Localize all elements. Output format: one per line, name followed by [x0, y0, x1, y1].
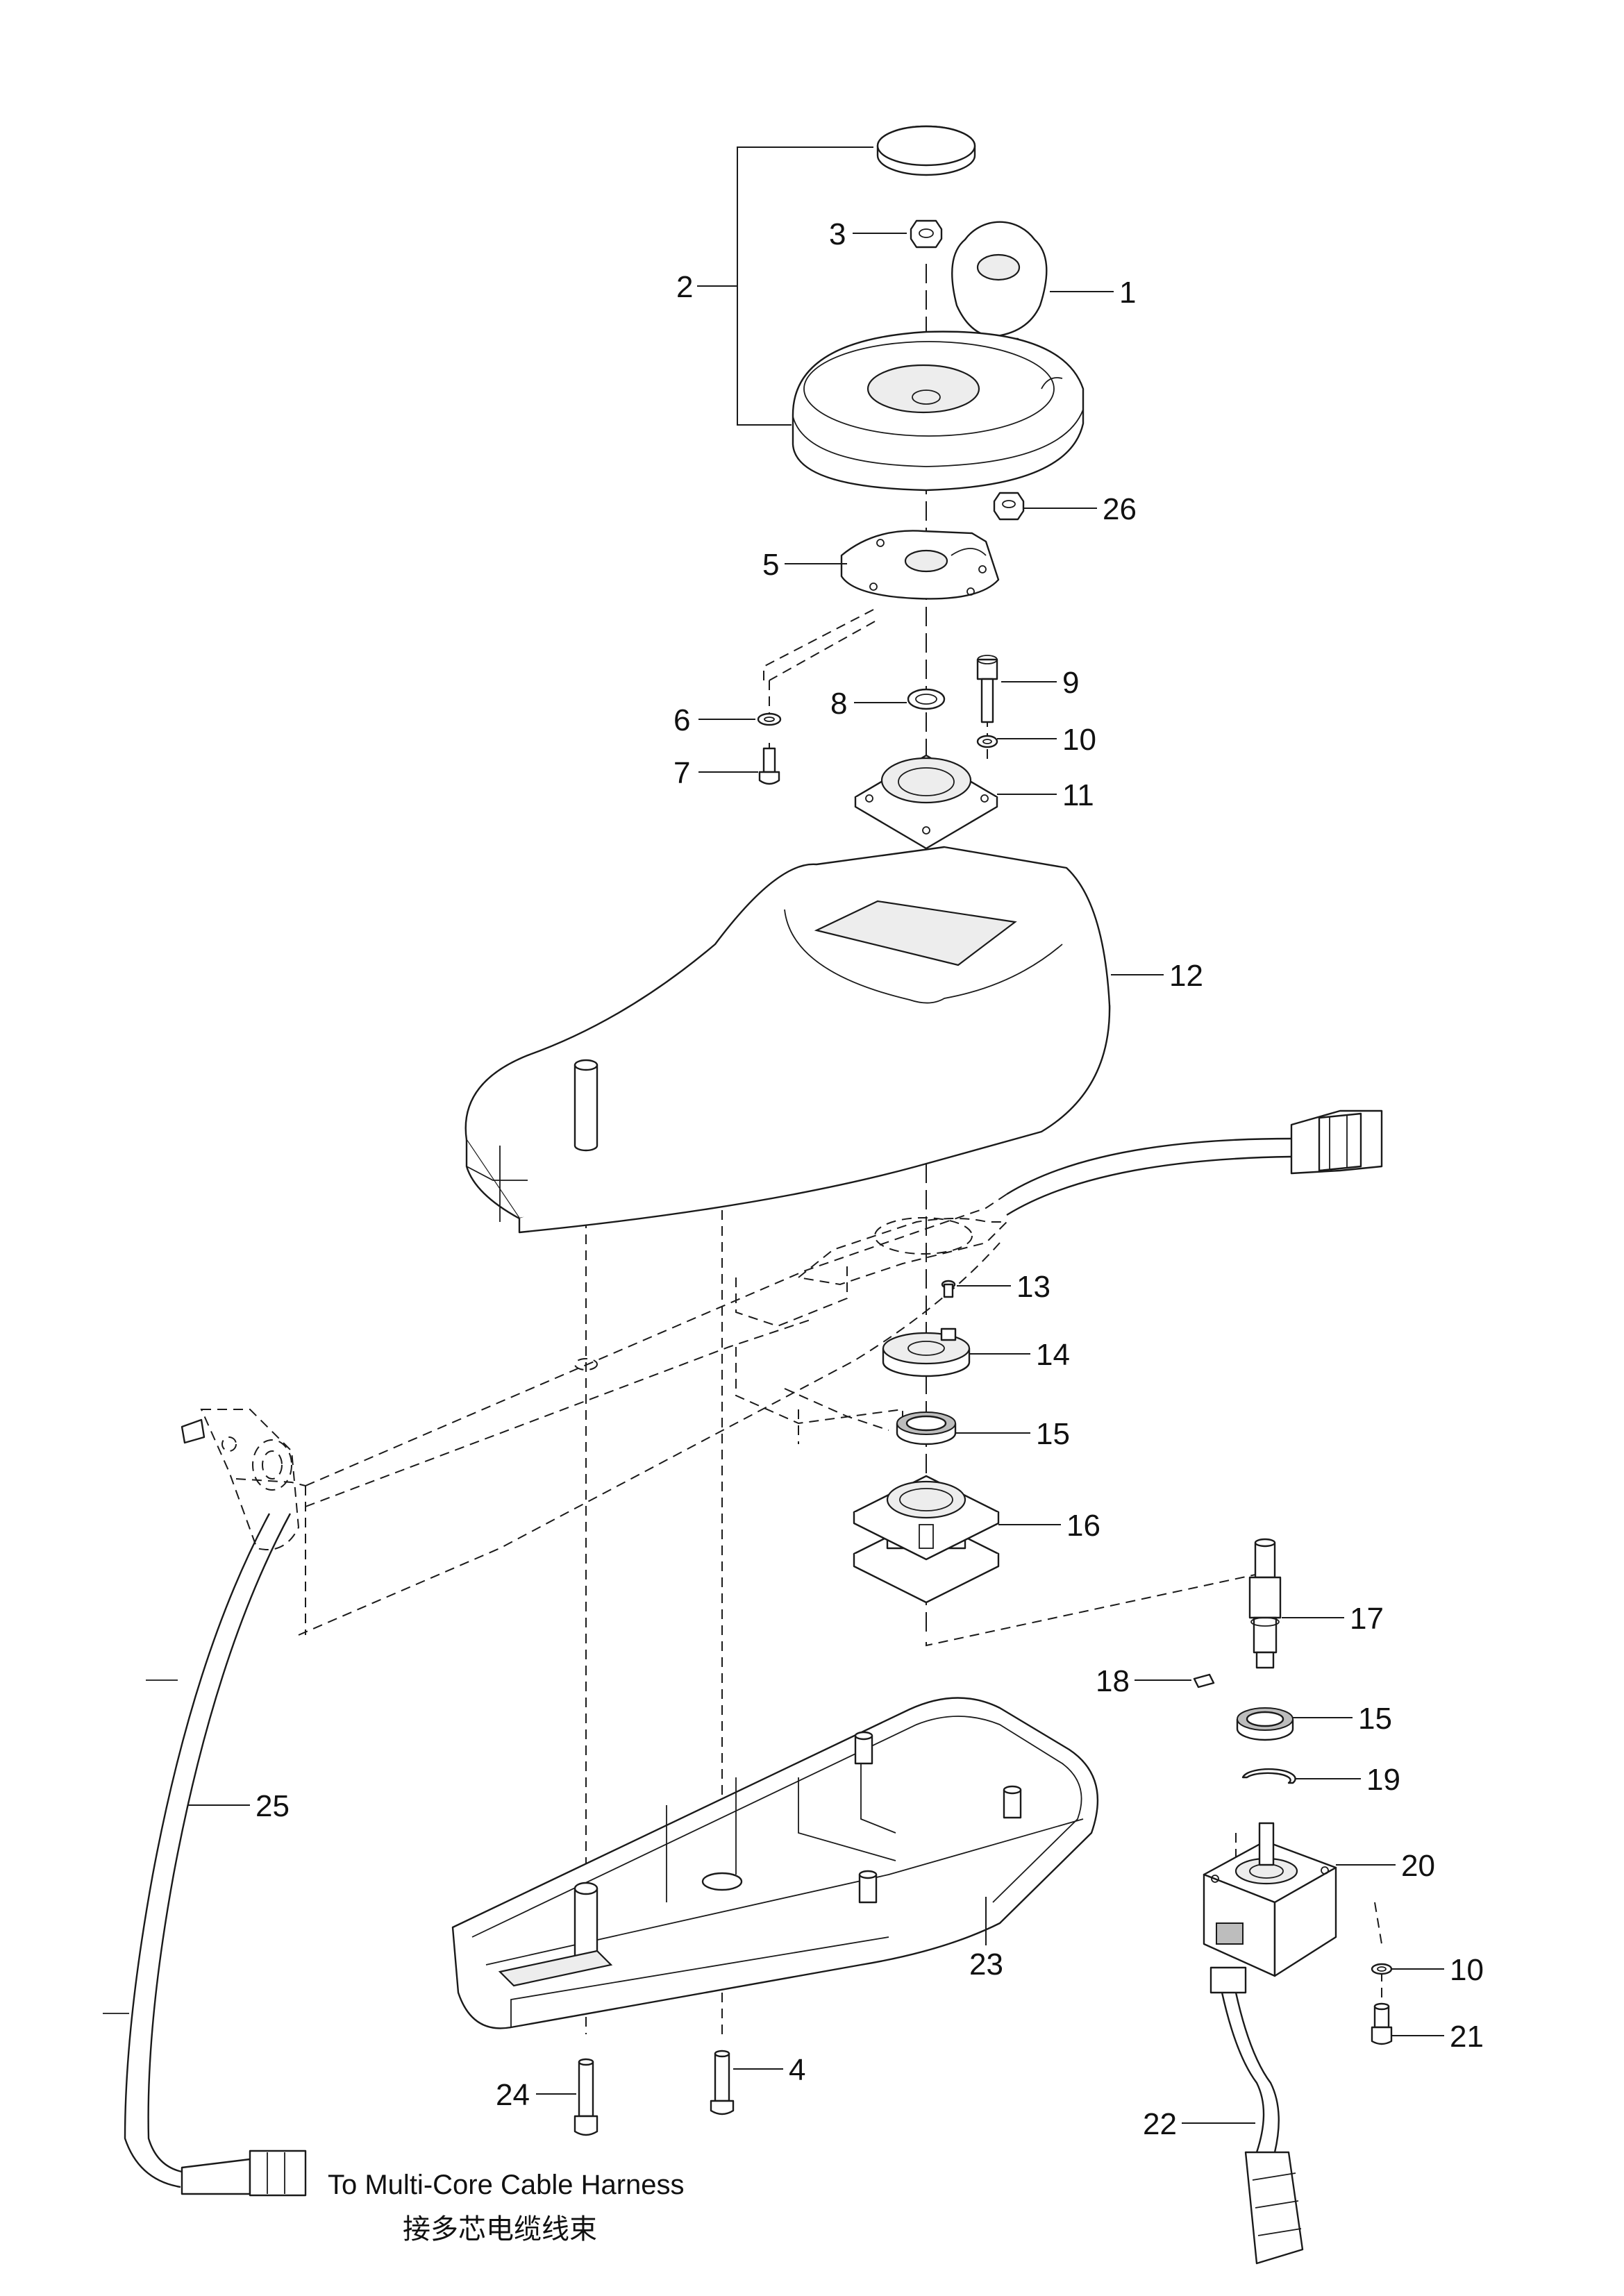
cap — [876, 125, 976, 176]
callout-4: 4 — [789, 2053, 805, 2087]
washer-10-bottom — [1371, 1963, 1393, 1975]
bearing-flange-11 — [854, 754, 998, 850]
callout-24: 24 — [496, 2078, 530, 2112]
callout-19: 19 — [1366, 1763, 1400, 1797]
callout-20: 20 — [1401, 1849, 1435, 1883]
encoder-20 — [1203, 1822, 1337, 1977]
mounting-plate-5 — [840, 530, 1000, 600]
screw-21 — [1371, 2002, 1393, 2045]
callout-10-top: 10 — [1062, 723, 1096, 757]
callout-13: 13 — [1016, 1270, 1050, 1304]
callout-22: 22 — [1143, 2107, 1177, 2141]
callout-12: 12 — [1169, 959, 1203, 993]
callout-14: 14 — [1036, 1338, 1070, 1372]
callout-21: 21 — [1450, 2020, 1484, 2054]
harness-caption-chinese: 接多芯电缆线束 — [403, 2213, 597, 2245]
set-screw-13 — [941, 1280, 956, 1298]
bolt-9 — [976, 655, 998, 723]
hex-nut-26 — [993, 492, 1025, 521]
double-flange-16 — [853, 1475, 1000, 1604]
bearing-15-lower — [1236, 1707, 1294, 1741]
callout-23: 23 — [969, 1947, 1003, 1981]
handle-housing — [792, 330, 1085, 492]
callout-8: 8 — [830, 687, 847, 721]
callout-17: 17 — [1350, 1602, 1384, 1636]
callout-1: 1 — [1119, 276, 1136, 310]
callout-18: 18 — [1096, 1664, 1130, 1698]
harness-caption-english: To Multi-Core Cable Harness — [328, 2170, 685, 2200]
washer-10-top — [976, 735, 998, 748]
callout-9: 9 — [1062, 666, 1079, 700]
callout-6: 6 — [673, 703, 690, 737]
screw-7 — [758, 747, 780, 785]
callout-15-upper: 15 — [1036, 1417, 1070, 1451]
screw-24 — [574, 2058, 598, 2136]
callout-10-bottom: 10 — [1450, 1953, 1484, 1987]
callout-26: 26 — [1103, 492, 1137, 526]
callout-3: 3 — [829, 217, 846, 251]
callout-labels: 1 2 3 4 5 6 7 8 9 10 10 11 12 13 14 15 1… — [256, 217, 1484, 2141]
bearing-15-upper — [896, 1411, 957, 1446]
snap-ring-19 — [1241, 1768, 1296, 1784]
wire-connector-22 — [1209, 1966, 1304, 2265]
leader-lines — [187, 233, 1444, 2124]
callout-2: 2 — [676, 270, 693, 304]
shaft-17 — [1248, 1538, 1282, 1669]
callout-16: 16 — [1066, 1509, 1100, 1543]
callout-15-lower: 15 — [1358, 1702, 1392, 1736]
top-cover-12 — [464, 846, 1111, 1234]
callout-25: 25 — [256, 1789, 290, 1823]
collar-14 — [882, 1327, 971, 1377]
pin-18 — [1193, 1673, 1215, 1689]
washer-8 — [907, 688, 946, 710]
cable-harness-25 — [103, 1109, 1383, 2197]
base-tray-23 — [451, 1697, 1099, 2029]
callout-5: 5 — [762, 548, 779, 582]
pivot-bracket — [181, 1409, 300, 1550]
callout-7: 7 — [673, 756, 690, 790]
washer-6 — [757, 712, 782, 726]
callout-11: 11 — [1062, 778, 1094, 812]
screw-4 — [710, 2050, 735, 2115]
hex-nut-3 — [910, 219, 943, 249]
